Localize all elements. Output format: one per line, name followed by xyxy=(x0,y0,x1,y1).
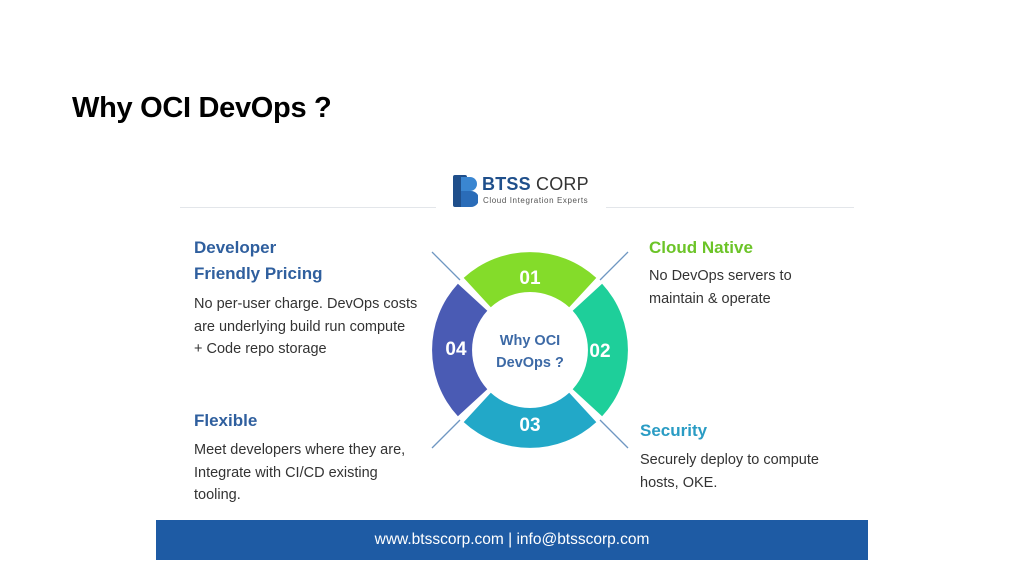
flexible-text: Meet developers where they are, Integrat… xyxy=(194,439,405,507)
developer-text-line: are underlying build run compute xyxy=(194,318,406,335)
divider-left xyxy=(180,207,436,208)
btss-logo: BTSS CORP Cloud Integration Experts xyxy=(452,174,602,210)
segment-01 xyxy=(463,252,597,308)
divider-right xyxy=(606,207,854,208)
security-heading: Security xyxy=(640,421,708,440)
developer-text-line: + Code repo storage xyxy=(194,341,327,357)
developer-heading-line2: Friendly Pricing xyxy=(194,264,323,283)
wheel-center-line1: Why OCI xyxy=(500,333,560,349)
segment-04-label: 04 xyxy=(445,339,467,360)
security-text-line: Securely deploy to compute xyxy=(640,452,819,468)
flexible-text-line: tooling. xyxy=(194,487,241,503)
segment-02 xyxy=(572,283,628,417)
cloud-native-heading: Cloud Native xyxy=(649,238,753,257)
flexible-text-line: Meet developers where they are, xyxy=(194,442,406,458)
segment-02-label: 02 xyxy=(589,341,610,362)
segment-01-label: 01 xyxy=(519,268,541,289)
security-text: Securely deploy to compute hosts, OKE. xyxy=(640,449,819,494)
security-text-line: hosts, OKE. xyxy=(640,474,718,491)
wheel-center-line2: DevOps ? xyxy=(496,355,564,371)
cloud-native-text-line: maintain & operate xyxy=(649,290,771,307)
segment-03-label: 03 xyxy=(519,415,540,436)
cloud-native-text: No DevOps servers to maintain & operate xyxy=(649,265,792,310)
cloud-native-text-line: No DevOps servers to xyxy=(649,268,792,284)
segment-04 xyxy=(432,283,488,417)
logo-mark-icon xyxy=(453,175,478,207)
developer-text-line: No per-user charge. DevOps costs xyxy=(194,296,418,312)
slide-title: Why OCI DevOps ? xyxy=(72,92,332,124)
logo-name-suffix: CORP xyxy=(536,174,589,194)
connector-line xyxy=(431,419,461,449)
devops-wheel: 01 02 03 04 Why OCI DevOps ? xyxy=(431,251,629,449)
connector-line xyxy=(599,251,629,281)
connector-line xyxy=(431,251,461,281)
infographic xyxy=(156,158,868,560)
flexible-text-line: Integrate with CI/CD existing xyxy=(194,464,378,481)
logo-name-bold: BTSS xyxy=(482,174,531,194)
logo-tagline: Cloud Integration Experts xyxy=(483,196,589,205)
developer-text: No per-user charge. DevOps costs are und… xyxy=(194,293,417,361)
flexible-heading: Flexible xyxy=(194,411,258,430)
footer-bar: www.btsscorp.com | info@btsscorp.com xyxy=(156,520,868,560)
footer-contact: www.btsscorp.com | info@btsscorp.com xyxy=(374,531,650,548)
logo-name: BTSS CORP xyxy=(482,174,589,195)
connector-line xyxy=(599,419,629,449)
developer-heading-line1: Developer xyxy=(194,238,277,257)
segment-03 xyxy=(463,392,597,448)
